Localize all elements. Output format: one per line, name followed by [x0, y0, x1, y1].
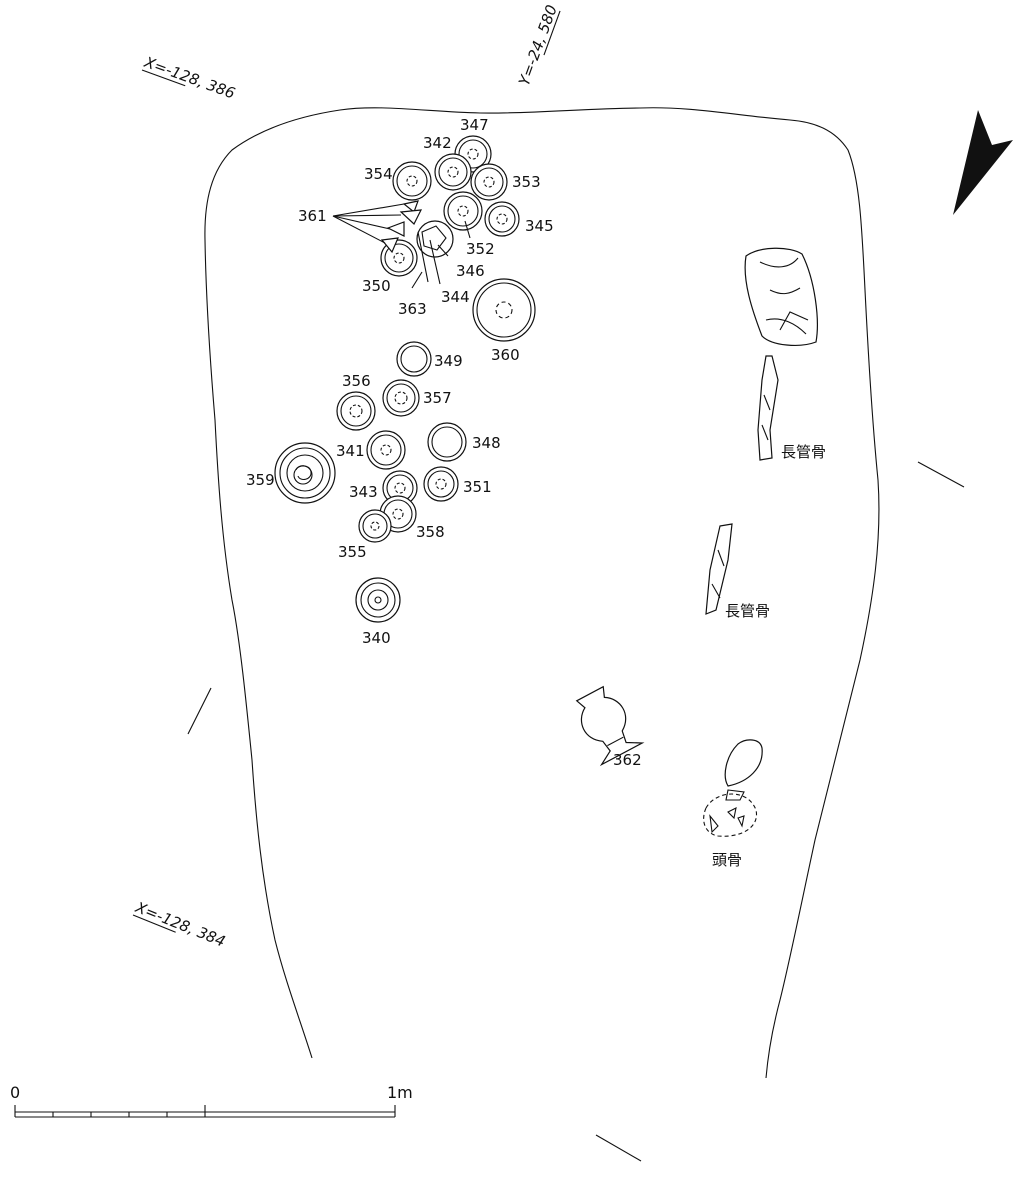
label-long-bone-upper: 長管骨: [781, 443, 826, 461]
label-long-bone-lower: 長管骨: [725, 602, 770, 620]
label-357: 357: [423, 389, 452, 407]
label-352: 352: [466, 240, 495, 258]
coord-x-top: X=-128, 386: [141, 53, 237, 103]
label-345: 345: [525, 217, 554, 235]
label-347: 347: [460, 116, 489, 134]
label-356: 356: [342, 372, 371, 390]
grid-tick-right: [917, 461, 965, 488]
vessel-359: [274, 442, 336, 504]
label-355: 355: [338, 543, 367, 561]
grid-tick-left: [187, 687, 212, 735]
vessel-349: [396, 341, 432, 377]
coord-x-bottom-text: X=-128, 384: [132, 898, 228, 951]
item-344: [429, 239, 441, 285]
label-353: 353: [512, 173, 541, 191]
vessel-353: [470, 163, 508, 201]
stone: [744, 247, 818, 346]
vessel-345: [484, 201, 520, 237]
vessel-351: [423, 466, 459, 502]
vessel-361-fragments: [380, 200, 423, 254]
item-363: [417, 231, 429, 283]
label-359: 359: [246, 471, 275, 489]
label-343: 343: [349, 483, 378, 501]
label-342: 342: [423, 134, 452, 152]
scale-one-label: 1m: [387, 1083, 413, 1102]
vessel-343: [382, 470, 418, 506]
scale-zero-label: 0: [10, 1083, 20, 1102]
vessel-342: [434, 153, 472, 191]
grid-tick-bottom: [595, 1134, 642, 1162]
label-skull: 頭骨: [712, 851, 742, 869]
label-340: 340: [362, 629, 391, 647]
coord-x-top-text: X=-128, 386: [141, 53, 237, 103]
label-361: 361: [298, 207, 327, 225]
label-346: 346: [456, 262, 485, 280]
label-360: 360: [491, 346, 520, 364]
north-arrow-icon: [953, 110, 1013, 215]
long-bone-upper: [757, 355, 779, 461]
scale-bar: 0 1m: [10, 1083, 413, 1118]
coord-x-bottom: X=-128, 384: [132, 898, 228, 951]
label-358: 358: [416, 523, 445, 541]
vessel-355: [358, 509, 392, 543]
coord-y-top-text: Y=-24, 580: [515, 3, 561, 88]
label-341: 341: [336, 442, 365, 460]
vessel-362: [575, 685, 645, 767]
vessel-357: [382, 379, 420, 417]
label-349: 349: [434, 352, 463, 370]
label-363: 363: [398, 300, 427, 318]
long-bone-lower: [705, 523, 733, 615]
leader-lines: [332, 203, 471, 289]
label-362: 362: [613, 751, 642, 769]
label-354: 354: [364, 165, 393, 183]
vessel-356: [336, 391, 376, 431]
label-351: 351: [463, 478, 492, 496]
vessel-352: [443, 191, 483, 231]
vessel-341: [366, 430, 406, 470]
vessel-346: [416, 220, 454, 258]
label-344: 344: [441, 288, 470, 306]
coord-y-top: Y=-24, 580: [515, 3, 561, 88]
pit-outline: [204, 107, 880, 1079]
label-348: 348: [472, 434, 501, 452]
vessel-360: [472, 278, 536, 342]
vessel-340: [355, 577, 401, 623]
vessel-348: [427, 422, 467, 462]
skull: [703, 739, 763, 837]
label-350: 350: [362, 277, 391, 295]
vessel-354: [392, 161, 432, 201]
